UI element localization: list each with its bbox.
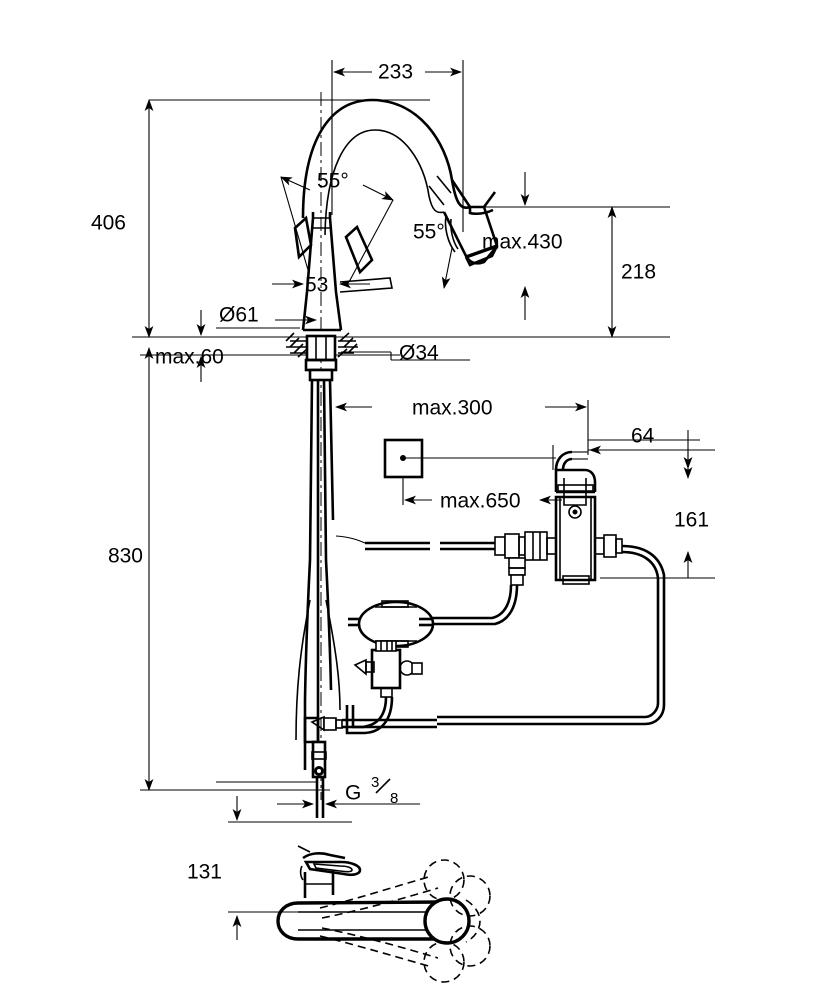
dim-406-label: 406 [91, 212, 126, 235]
dim-830-label: 830 [108, 545, 143, 568]
dim-233-label: 233 [378, 61, 413, 84]
dim-55-lower-label: 55° [413, 221, 445, 244]
lower-check-valve [345, 640, 423, 735]
dim-max300-label: max.300 [412, 397, 493, 420]
dim-218-label: 218 [621, 261, 656, 284]
dimension-161: 161 [674, 450, 709, 578]
sensor-box [383, 438, 556, 505]
dimension-406: 406 [91, 99, 154, 338]
dim-55-upper-label: 55° [317, 170, 349, 193]
faucet-spout [301, 98, 499, 267]
dimension-thread-g38: G 3 8 [277, 774, 420, 818]
dimension-angle-55-upper: 55° [280, 170, 394, 283]
dim-thread-g-label: G [345, 782, 361, 805]
dim-max650-label: max.650 [440, 490, 521, 513]
hose-weight [348, 600, 435, 648]
deck-mounting-assembly [285, 328, 358, 382]
dim-max60-label: max.60 [155, 346, 224, 369]
dimension-max650: max.650 [404, 490, 562, 513]
dim-max430-label: max.430 [482, 231, 563, 254]
dimension-max430: max.430 [482, 172, 563, 320]
dim-64-label: 64 [631, 425, 655, 448]
dimension-64: 64 [589, 425, 693, 469]
dimension-max300: max.300 [335, 397, 587, 420]
dimension-218: 218 [607, 206, 656, 338]
dimension-d34: Ø34 [341, 342, 470, 365]
dim-d61-label: Ø61 [219, 304, 259, 327]
dimension-angle-55-lower: 55° [413, 221, 453, 289]
bottom-tee [303, 715, 437, 779]
dimension-53: 53 [272, 274, 370, 297]
dim-53-label: 53 [305, 274, 328, 297]
mid-hose-run [425, 584, 519, 626]
dim-d34-label: Ø34 [399, 342, 439, 365]
dimension-d61: Ø61 [216, 304, 317, 329]
dim-161-label: 161 [674, 509, 709, 532]
dimension-830: 830 [108, 347, 154, 791]
dim-thread-num-label: 3 [371, 774, 379, 791]
plan-view-faucet [276, 845, 491, 983]
t-fitting-upper [494, 531, 623, 586]
supply-hose-bundle [295, 379, 341, 770]
right-hose-loop [437, 544, 666, 726]
control-unit [554, 450, 597, 585]
upper-hose-run [335, 535, 495, 551]
dim-131-label: 131 [187, 861, 222, 884]
extension-lines [132, 60, 715, 913]
dimension-max60: max.60 [155, 310, 224, 382]
faucet-body [293, 212, 393, 331]
dim-thread-den-label: 8 [390, 790, 398, 807]
dimension-131: 131 [187, 796, 242, 940]
dimension-233: 233 [333, 61, 462, 84]
